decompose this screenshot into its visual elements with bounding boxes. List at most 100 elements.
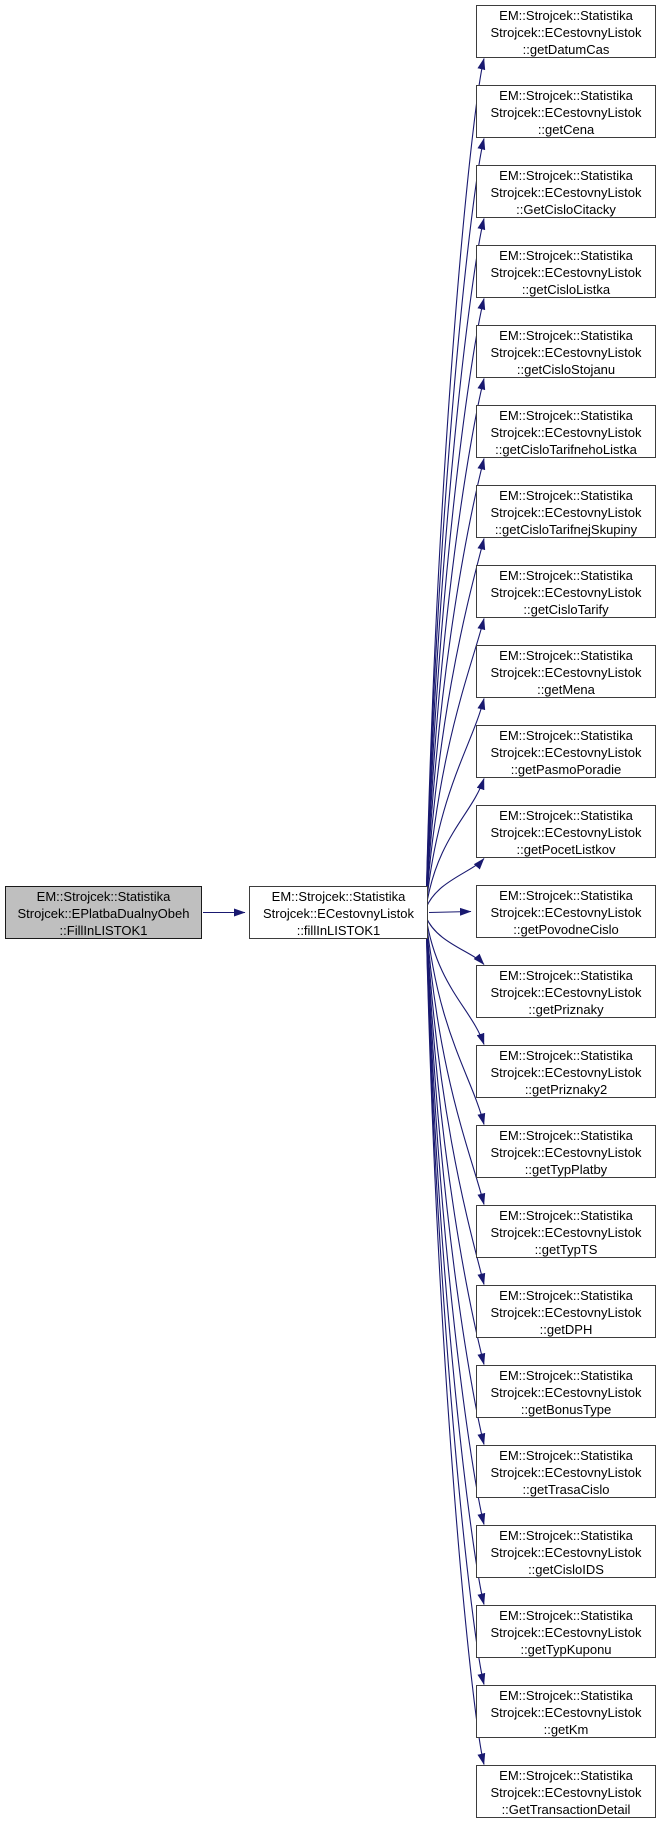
node-label-line: EM::Strojcek::Statistika <box>499 88 633 103</box>
node-label-line: Strojcek::ECestovnyListok <box>490 345 642 360</box>
node-label-line: EM::Strojcek::Statistika <box>271 889 406 904</box>
callee-node-GetTransactionDetail[interactable]: EM::Strojcek::Statistika Strojcek::ECest… <box>476 1765 656 1818</box>
node-label-line: EM::Strojcek::Statistika <box>499 728 633 743</box>
callee-node-getCisloStojanu[interactable]: EM::Strojcek::Statistika Strojcek::ECest… <box>476 325 656 378</box>
callee-node-getTypKuponu[interactable]: EM::Strojcek::Statistika Strojcek::ECest… <box>476 1605 656 1658</box>
node-label-line: ::getCisloListka <box>521 282 611 297</box>
main-node-fillInLISTOK1[interactable]: EM::Strojcek::Statistika Strojcek::ECest… <box>249 886 428 939</box>
callee-node-getTrasaCislo[interactable]: EM::Strojcek::Statistika Strojcek::ECest… <box>476 1445 656 1498</box>
callee-node-getKm[interactable]: EM::Strojcek::Statistika Strojcek::ECest… <box>476 1685 656 1738</box>
callee-node-getCisloTarifnehoListka[interactable]: EM::Strojcek::Statistika Strojcek::ECest… <box>476 405 656 458</box>
call-edge <box>425 916 486 1125</box>
node-label-line: Strojcek::ECestovnyListok <box>490 265 642 280</box>
call-edge <box>428 907 472 916</box>
node-label-line: EM::Strojcek::Statistika <box>499 328 633 343</box>
node-label-line: EM::Strojcek::Statistika <box>499 1688 633 1703</box>
callee-node-getCisloTarify[interactable]: EM::Strojcek::Statistika Strojcek::ECest… <box>476 565 656 618</box>
callee-node-getCisloTarifnejSkupiny[interactable]: EM::Strojcek::Statistika Strojcek::ECest… <box>476 485 656 538</box>
node-label-line: EM::Strojcek::Statistika <box>499 1288 633 1303</box>
node-label-line: Strojcek::ECestovnyListok <box>490 1625 642 1640</box>
node-label-line: EM::Strojcek::Statistika <box>499 808 633 823</box>
node-label-line: Strojcek::EPlatbaDualnyObeh <box>17 906 190 921</box>
node-label-line: Strojcek::ECestovnyListok <box>490 1305 642 1320</box>
node-label-line: ::getTypPlatby <box>524 1162 608 1177</box>
call-edge <box>425 698 486 909</box>
node-label-line: ::getPovodneCislo <box>513 922 619 937</box>
node-label-line: EM::Strojcek::Statistika <box>499 1128 633 1143</box>
node-label-line: EM::Strojcek::Statistika <box>499 1208 633 1223</box>
call-edge <box>425 858 485 909</box>
node-label-line: EM::Strojcek::Statistika <box>499 888 633 903</box>
callee-node-getCena[interactable]: EM::Strojcek::Statistika Strojcek::ECest… <box>476 85 656 138</box>
node-label-line: Strojcek::ECestovnyListok <box>490 505 642 520</box>
node-label-line: EM::Strojcek::Statistika <box>499 568 633 583</box>
node-label-line: ::getMena <box>537 682 595 697</box>
callee-node-GetCisloCitacky[interactable]: EM::Strojcek::Statistika Strojcek::ECest… <box>476 165 656 218</box>
node-label-line: EM::Strojcek::Statistika <box>499 1528 633 1543</box>
callee-node-getBonusType[interactable]: EM::Strojcek::Statistika Strojcek::ECest… <box>476 1365 656 1418</box>
node-label-line: Strojcek::ECestovnyListok <box>490 1225 642 1240</box>
call-edge <box>425 916 485 965</box>
node-label-line: Strojcek::ECestovnyListok <box>262 906 414 921</box>
node-label-line: EM::Strojcek::Statistika <box>499 648 633 663</box>
callee-node-getPriznaky[interactable]: EM::Strojcek::Statistika Strojcek::ECest… <box>476 965 656 1018</box>
node-label-line: ::getTypKuponu <box>520 1642 612 1657</box>
node-label-line: ::getPasmoPoradie <box>510 762 622 777</box>
node-label-line: Strojcek::ECestovnyListok <box>490 1065 642 1080</box>
node-label-line: EM::Strojcek::Statistika <box>499 168 633 183</box>
node-label-line: ::fillInLISTOK1 <box>296 923 381 938</box>
node-label-line: ::GetCisloCitacky <box>516 202 616 217</box>
node-label-line: Strojcek::ECestovnyListok <box>490 745 642 760</box>
callee-node-getMena[interactable]: EM::Strojcek::Statistika Strojcek::ECest… <box>476 645 656 698</box>
node-label-line: EM::Strojcek::Statistika <box>499 1368 633 1383</box>
node-label-line: ::FillInLISTOK1 <box>59 923 148 938</box>
callee-node-getCisloListka[interactable]: EM::Strojcek::Statistika Strojcek::ECest… <box>476 245 656 298</box>
callee-node-getDatumCas[interactable]: EM::Strojcek::Statistika Strojcek::ECest… <box>476 5 656 58</box>
node-label-line: Strojcek::ECestovnyListok <box>490 585 642 600</box>
node-label-line: ::getCisloIDS <box>528 1562 604 1577</box>
callee-node-getPasmoPoradie[interactable]: EM::Strojcek::Statistika Strojcek::ECest… <box>476 725 656 778</box>
node-label-line: ::getPocetListkov <box>516 842 616 857</box>
call-edge <box>425 618 486 909</box>
node-label-line: EM::Strojcek::Statistika <box>499 1608 633 1623</box>
node-label-line: ::getKm <box>543 1722 589 1737</box>
node-label-line: Strojcek::ECestovnyListok <box>490 1785 642 1800</box>
callee-node-getPocetListkov[interactable]: EM::Strojcek::Statistika Strojcek::ECest… <box>476 805 656 858</box>
node-label-line: Strojcek::ECestovnyListok <box>490 25 642 40</box>
node-label-line: ::getPriznaky2 <box>524 1082 608 1097</box>
node-label-line: Strojcek::ECestovnyListok <box>490 185 642 200</box>
callee-node-getTypPlatby[interactable]: EM::Strojcek::Statistika Strojcek::ECest… <box>476 1125 656 1178</box>
node-label-line: ::getTypTS <box>534 1242 598 1257</box>
callee-node-getPriznaky2[interactable]: EM::Strojcek::Statistika Strojcek::ECest… <box>476 1045 656 1098</box>
node-label-line: ::getBonusType <box>520 1402 612 1417</box>
node-label-line: Strojcek::ECestovnyListok <box>490 425 642 440</box>
callee-node-getTypTS[interactable]: EM::Strojcek::Statistika Strojcek::ECest… <box>476 1205 656 1258</box>
callee-node-getPovodneCislo[interactable]: EM::Strojcek::Statistika Strojcek::ECest… <box>476 885 656 938</box>
node-label-line: EM::Strojcek::Statistika <box>499 8 633 23</box>
node-label-line: Strojcek::ECestovnyListok <box>490 1145 642 1160</box>
node-label-line: ::GetTransactionDetail <box>501 1802 631 1817</box>
node-label-line: Strojcek::ECestovnyListok <box>490 665 642 680</box>
callee-node-getDPH[interactable]: EM::Strojcek::Statistika Strojcek::ECest… <box>476 1285 656 1338</box>
node-label-line: EM::Strojcek::Statistika <box>499 1048 633 1063</box>
node-label-line: Strojcek::ECestovnyListok <box>490 1705 642 1720</box>
node-label-line: EM::Strojcek::Statistika <box>36 889 171 904</box>
node-label-line: EM::Strojcek::Statistika <box>499 1448 633 1463</box>
node-label-line: Strojcek::ECestovnyListok <box>490 825 642 840</box>
call-edge <box>425 916 486 1285</box>
call-edge <box>425 916 486 1205</box>
call-edge <box>425 916 485 1045</box>
node-label-line: ::getTrasaCislo <box>522 1482 610 1497</box>
node-label-line: ::getDatumCas <box>522 42 610 57</box>
node-label-line: ::getCena <box>537 122 595 137</box>
node-label-line: ::getCisloStojanu <box>516 362 616 377</box>
node-label-line: Strojcek::ECestovnyListok <box>490 105 642 120</box>
node-label-line: EM::Strojcek::Statistika <box>499 1768 633 1783</box>
callee-node-getCisloIDS[interactable]: EM::Strojcek::Statistika Strojcek::ECest… <box>476 1525 656 1578</box>
node-label-line: EM::Strojcek::Statistika <box>499 248 633 263</box>
node-label-line: EM::Strojcek::Statistika <box>499 488 633 503</box>
call-edge <box>425 458 486 909</box>
caller-node-FillInLISTOK1: EM::Strojcek::Statistika Strojcek::EPlat… <box>5 886 202 939</box>
node-label-line: Strojcek::ECestovnyListok <box>490 1545 642 1560</box>
